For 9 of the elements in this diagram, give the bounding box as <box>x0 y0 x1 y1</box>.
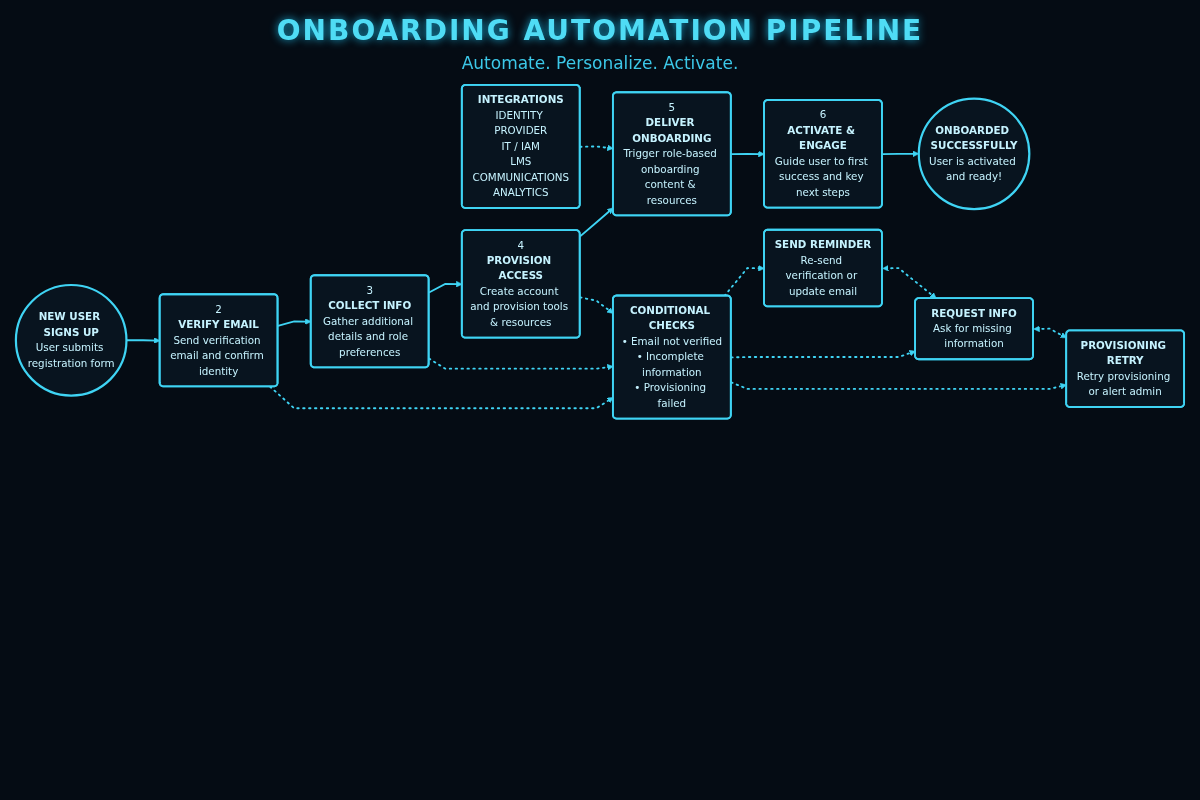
arrow <box>579 207 614 238</box>
arrow <box>882 265 937 299</box>
arrow <box>1033 325 1067 339</box>
subtitle: Automate. Personalize. Activate. <box>461 53 739 73</box>
arrow <box>730 381 1067 390</box>
title: ONBOARDING AUTOMATION PIPELINE <box>276 14 924 47</box>
arrow <box>730 350 916 359</box>
node-circle: ONBOARDED SUCCESSFULLY User is activated and ready! <box>917 97 1031 211</box>
node-circle: NEW USER SIGNS UP User submits registration form <box>14 283 128 397</box>
